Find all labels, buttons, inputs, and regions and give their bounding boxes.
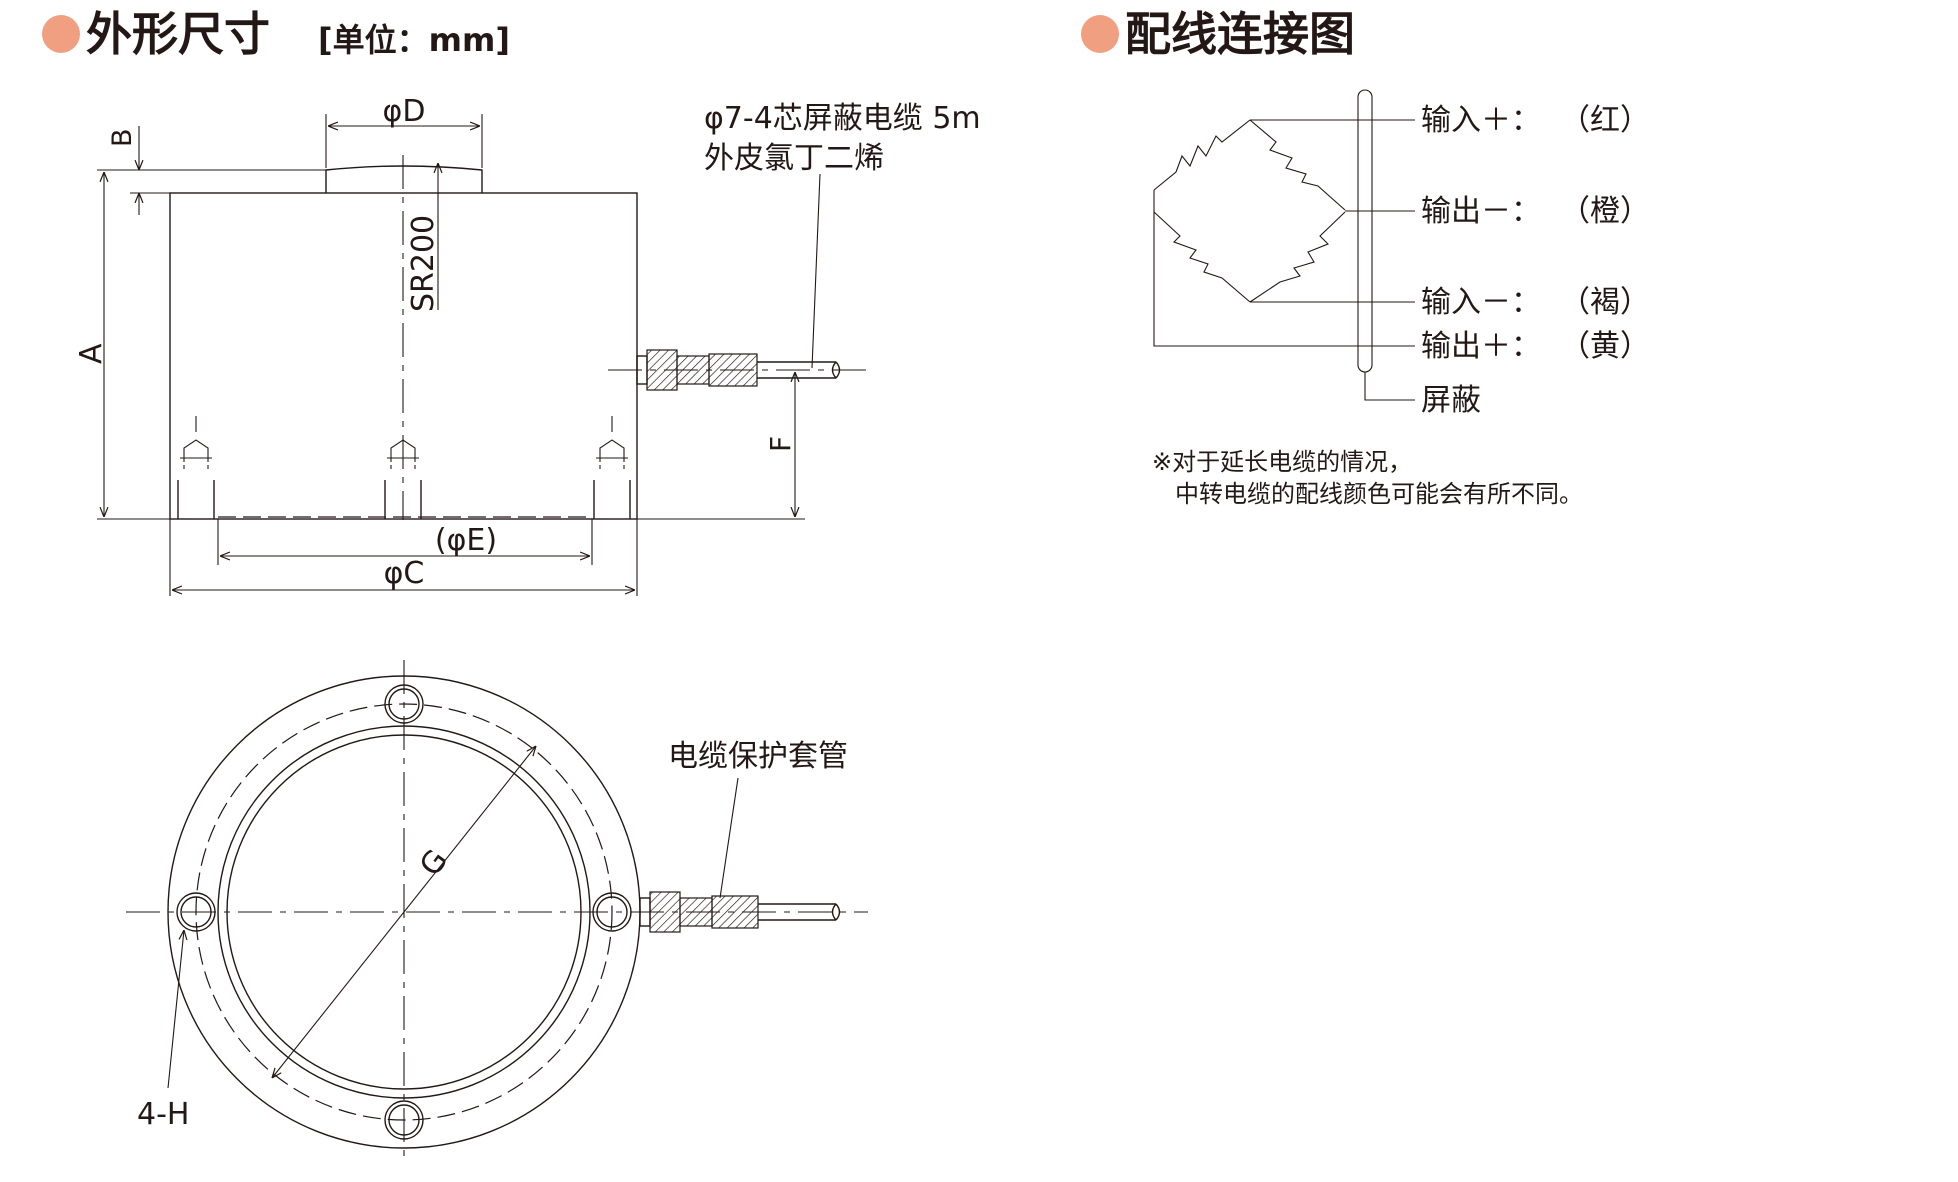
wiring-header: 配线连接图 [1081,7,1355,61]
resistor-top-left [1153,119,1251,191]
wire-color-output-minus: （橙） [1560,194,1650,229]
wiring-bullet-icon [1081,15,1119,53]
label-B: B [107,128,138,147]
wiring-title: 配线连接图 [1125,7,1355,61]
dim-A: A [74,169,170,520]
wire-label-input-minus: 输入－： [1421,285,1541,320]
wire-label-output-plus: 输出＋： [1421,329,1541,364]
label-A: A [74,343,109,364]
dim-B: B [107,126,326,215]
cable-shield-sleeve [1357,89,1373,373]
wire-label-shield: 屏蔽 [1421,383,1481,418]
mount-hole-left [177,416,215,519]
hole-leader [167,930,184,1089]
resistor-top-right [1249,119,1346,211]
bolt-hole-top [384,684,424,724]
cable-gland-side [608,349,868,391]
bolt-hole-bottom [384,1100,424,1140]
label-E: (φE) [435,523,497,558]
mount-hole-right [593,416,631,519]
cable-spec-line1: φ7-4芯屏蔽电缆 5m [704,101,981,136]
wiring-note-line1: ※对于延长电缆的情况， [1152,448,1412,476]
bolt-hole-right [592,892,632,932]
wire-shield-line [1364,372,1415,401]
mount-hole-center [384,439,422,519]
dim-G-line [272,746,536,1078]
wire-label-input-plus: 输入＋： [1421,103,1541,138]
cable-spec-callout: φ7-4芯屏蔽电缆 5m 外皮氯丁二烯 [704,101,981,369]
dim-SR: SR200 [406,163,441,312]
wire-color-input-minus: （褐） [1560,285,1650,320]
cable-spec-line2: 外皮氯丁二烯 [704,141,884,176]
resistor-bottom-right [1249,211,1346,303]
label-C: φC [384,556,425,591]
resistor-bottom-left [1153,211,1251,303]
dome-top [325,165,483,193]
sleeve-leader [719,777,739,899]
label-H: 4-H [137,1097,189,1132]
dim-D: φD [325,94,483,168]
side-view-drawing: B A φD SR200 F [74,94,981,596]
wire-output-plus-path [1153,212,1415,347]
bolt-hole-left [176,892,216,932]
dimensions-bullet-icon [42,15,80,53]
dim-E: (φE) [217,519,593,565]
wiring-diagram: 输入＋： （红） 输出－： （橙） 输入－： （褐） 输出＋： （黄） 屏蔽 ※… [1152,89,1650,508]
dimensions-unit: [单位：mm] [318,21,510,59]
wire-label-output-minus: 输出－： [1421,194,1541,229]
sleeve-label: 电缆保护套管 [668,739,848,774]
dimensions-header: 外形尺寸 [单位：mm] [42,7,510,61]
dim-C: φC [169,519,638,596]
label-D: φD [383,94,426,129]
dim-F: F [637,372,805,520]
label-SR: SR200 [406,215,441,312]
wiring-note-line2: 中转电缆的配线颜色可能会有所不同。 [1175,480,1583,508]
dimensions-title: 外形尺寸 [86,7,270,61]
wire-color-output-plus: （黄） [1560,329,1650,364]
label-G: G [413,843,455,882]
label-F: F [764,436,797,452]
top-view-drawing: G 4-H 电缆保护套管 [126,660,868,1164]
bridge-circuit [1153,119,1346,303]
wire-color-input-plus: （红） [1560,103,1650,138]
cable-gland-top [639,891,841,933]
